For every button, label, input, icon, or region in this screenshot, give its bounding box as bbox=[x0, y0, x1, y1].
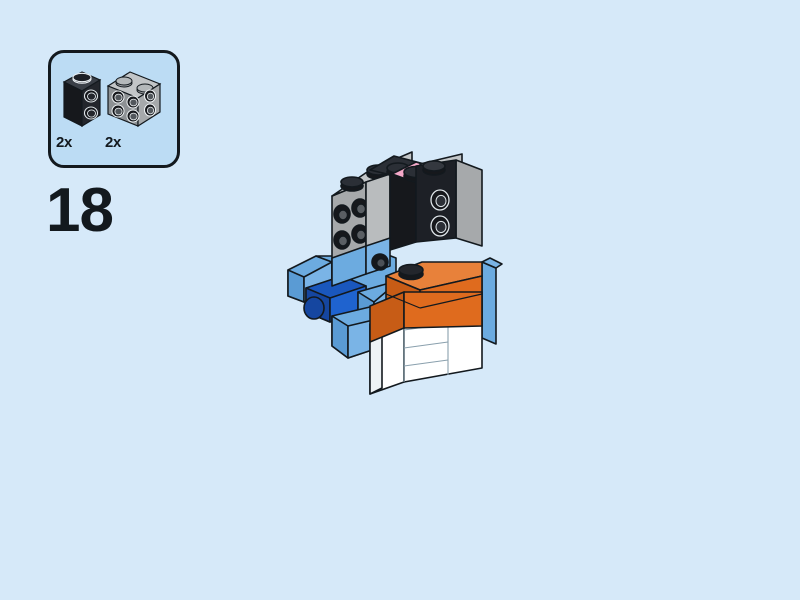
part-icon-gray-brick bbox=[106, 71, 162, 128]
head-black-side-brick bbox=[415, 159, 457, 243]
part-quantity-black-brick: 2x bbox=[56, 134, 73, 151]
wing-right-edge bbox=[481, 257, 503, 345]
body-orange bbox=[369, 261, 483, 343]
head-blue-underside bbox=[331, 237, 391, 287]
step-number: 18 bbox=[46, 176, 114, 245]
model-assembly-illustration bbox=[287, 151, 503, 395]
wing-dark-blue bbox=[303, 275, 367, 323]
part-quantity-gray-brick: 2x bbox=[105, 134, 122, 151]
part-icon-black-brick bbox=[62, 71, 102, 128]
